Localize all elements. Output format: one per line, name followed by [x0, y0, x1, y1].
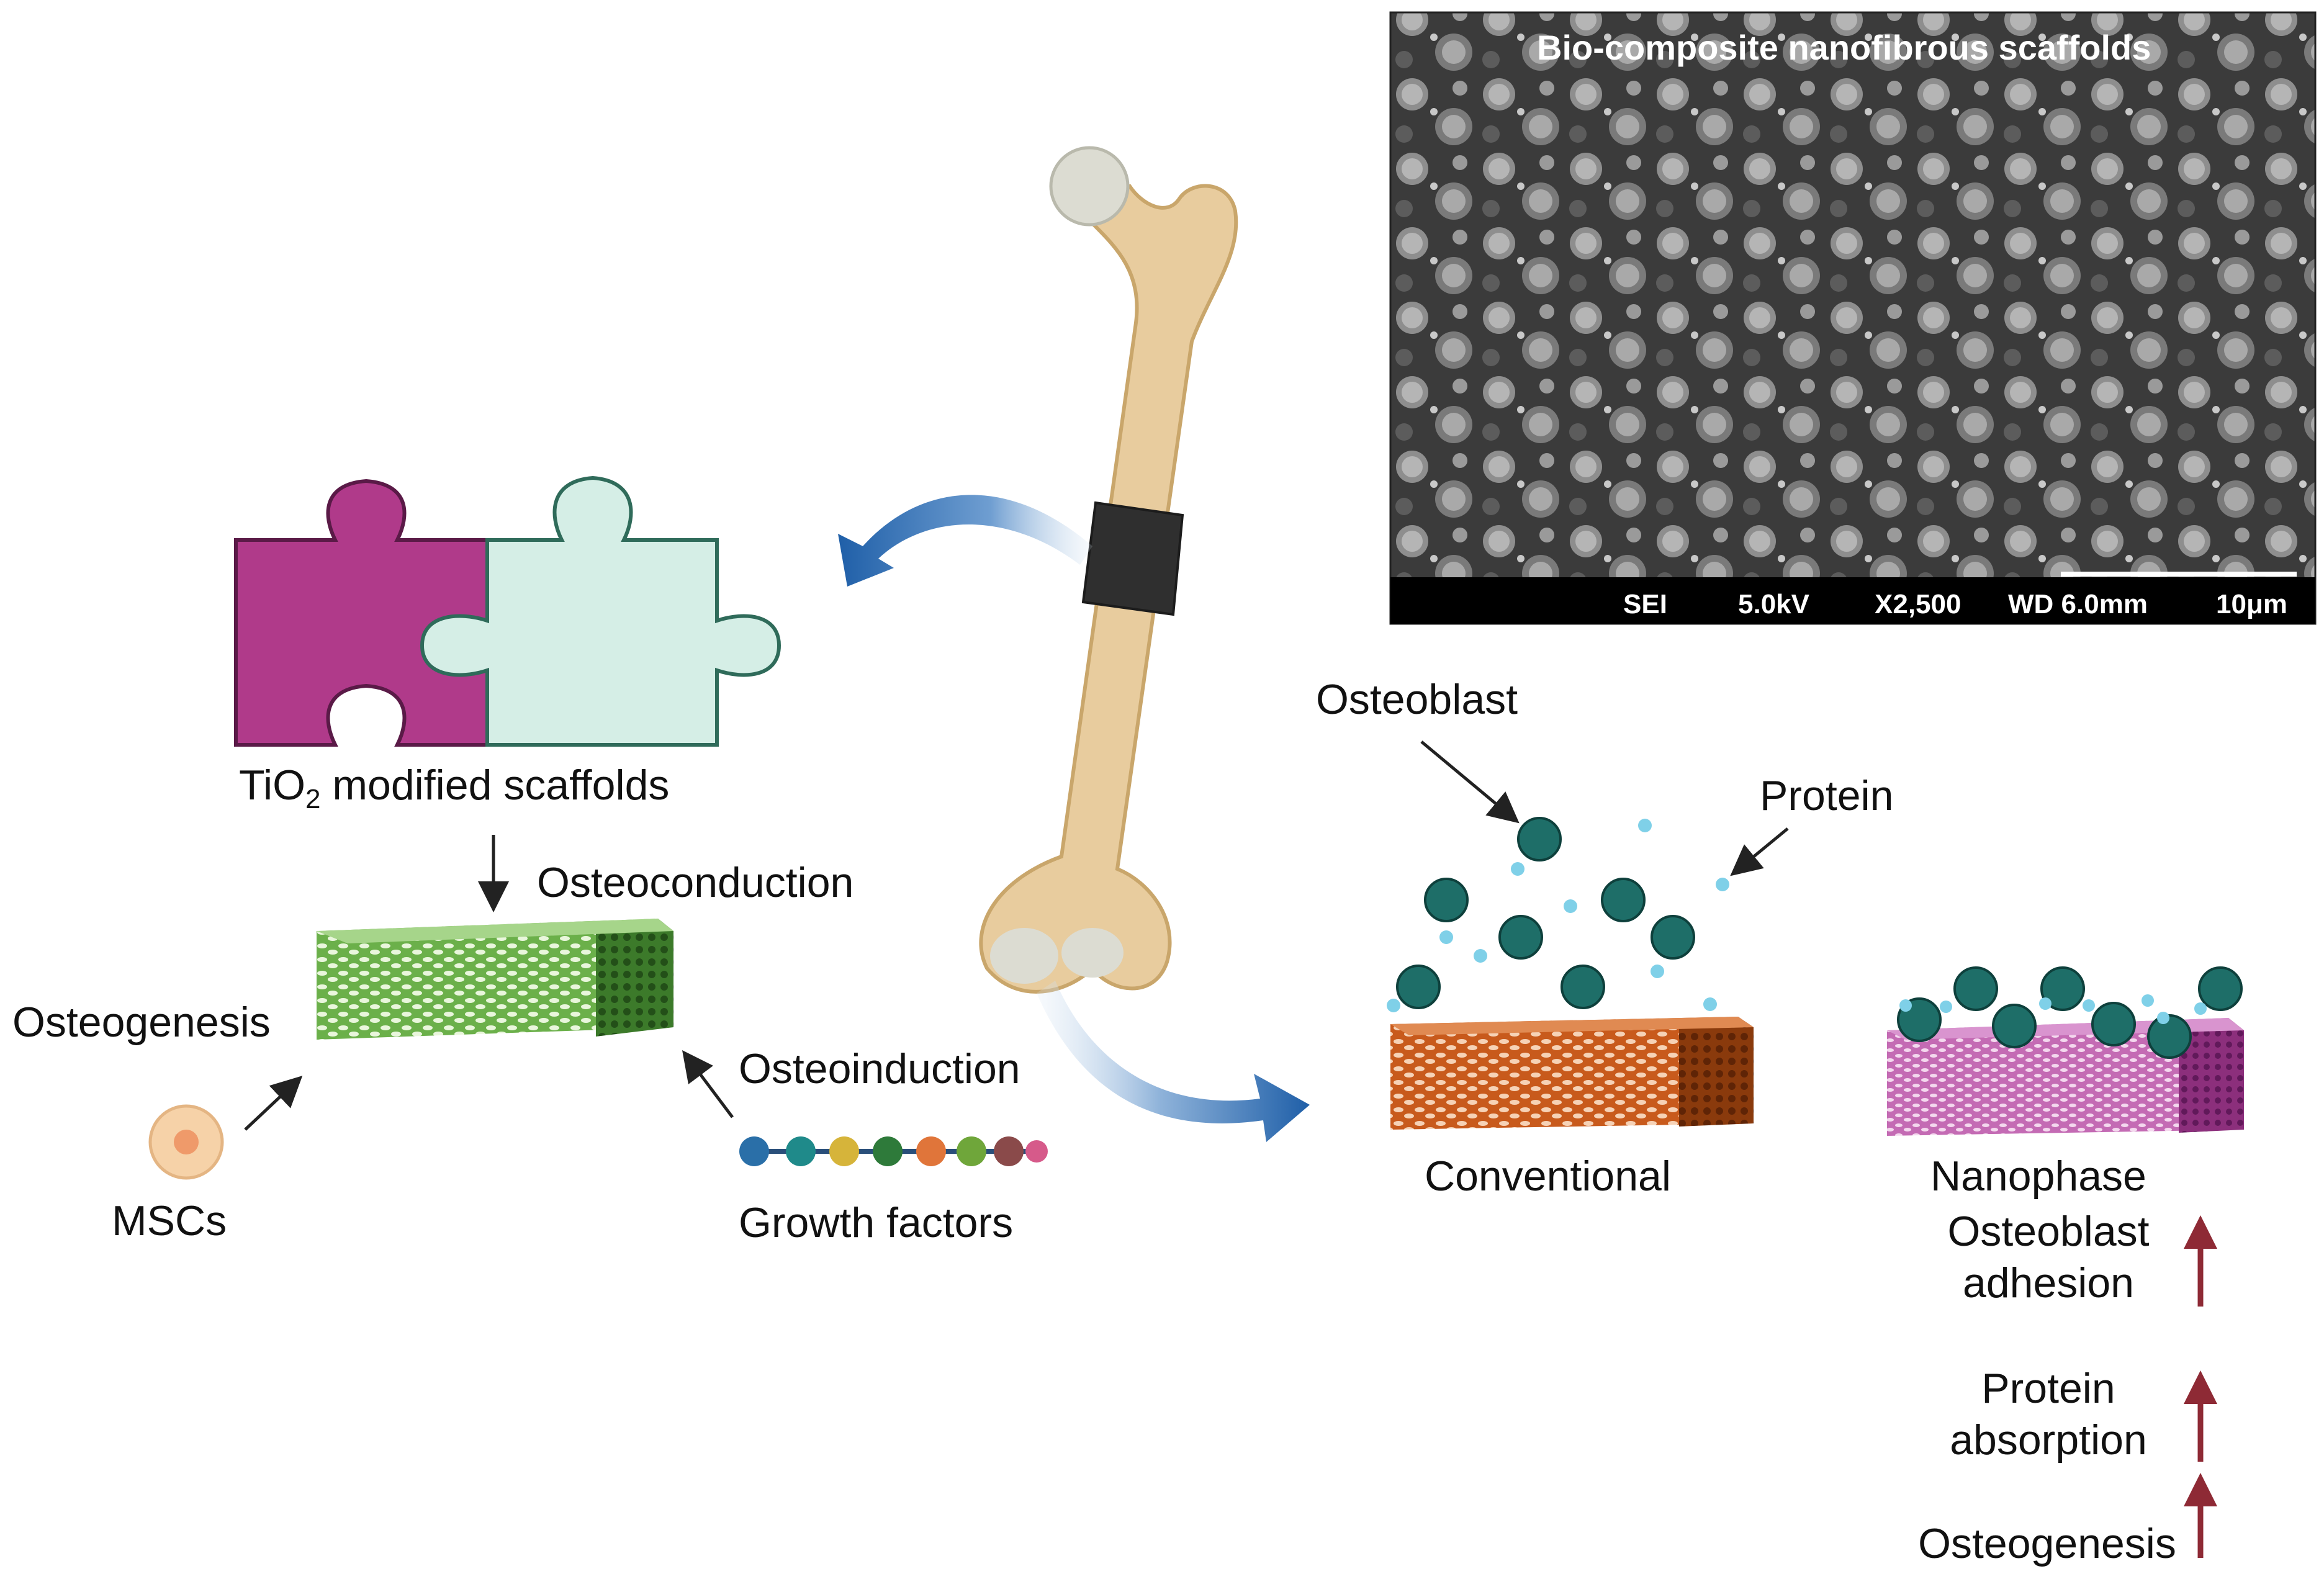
curved-arrow-to-scaffolds [838, 495, 1092, 587]
sem-working-distance: WD 6.0mm [2008, 589, 2148, 619]
label-nanophase: Nanophase [1930, 1153, 2146, 1200]
sem-micrograph: Bio-composite nanofibrous scaffolds SEI … [1389, 11, 2317, 625]
label-conventional: Conventional [1425, 1153, 1671, 1200]
scaffold-label: TiO2 modified scaffolds [239, 762, 669, 814]
osteoblast-cluster-free [1396, 817, 1695, 1009]
effect-adhesion-line1: Osteoblast [1947, 1208, 2149, 1255]
arrow-protein [1730, 827, 1789, 876]
effect-adhesion-line2: adhesion [1963, 1259, 2134, 1307]
growth-factor-chain-icon [739, 1136, 1048, 1166]
protein-dots-adhered [1899, 994, 2207, 1024]
effect-absorption-line2: absorption [1950, 1416, 2147, 1464]
arrow-osteoblast [1420, 740, 1520, 824]
arrow-mscs-to-scaffold [244, 1076, 303, 1131]
label-mscs: MSCs [112, 1197, 227, 1244]
label-osteoconduction: Osteoconduction [537, 859, 853, 906]
green-scaffold-block [317, 919, 673, 1040]
sem-detector: SEI [1623, 589, 1667, 619]
label-growth-factors: Growth factors [739, 1199, 1013, 1246]
effect-absorption-line1: Protein [1981, 1365, 2115, 1412]
sem-magnification: X2,500 [1875, 589, 1961, 619]
conventional-scaffold-block [1390, 1017, 1754, 1130]
puzzle-piece-right [420, 475, 781, 747]
sem-title: Bio-composite nanofibrous scaffolds [1537, 28, 2151, 67]
label-osteogenesis: Osteogenesis [12, 999, 271, 1046]
protein-dots-free [1387, 819, 1729, 1012]
label-protein: Protein [1760, 772, 1893, 819]
label-osteoblast: Osteoblast [1316, 676, 1518, 723]
label-osteoinduction: Osteoinduction [739, 1045, 1020, 1092]
curved-arrow-to-surfaces [1037, 981, 1310, 1142]
sem-voltage: 5.0kV [1738, 589, 1810, 619]
sem-info-bar [1390, 577, 2315, 624]
sem-scale-value: 10μm [2216, 589, 2287, 619]
effect-osteogenesis: Osteogenesis [1918, 1520, 2176, 1567]
tio2-puzzle-pieces [234, 475, 781, 747]
femur-bone-illustration [979, 146, 1238, 994]
puzzle-piece-left [234, 479, 489, 747]
arrow-growth-factors-to-scaffold [682, 1050, 734, 1118]
msc-cell-icon [148, 1104, 224, 1180]
